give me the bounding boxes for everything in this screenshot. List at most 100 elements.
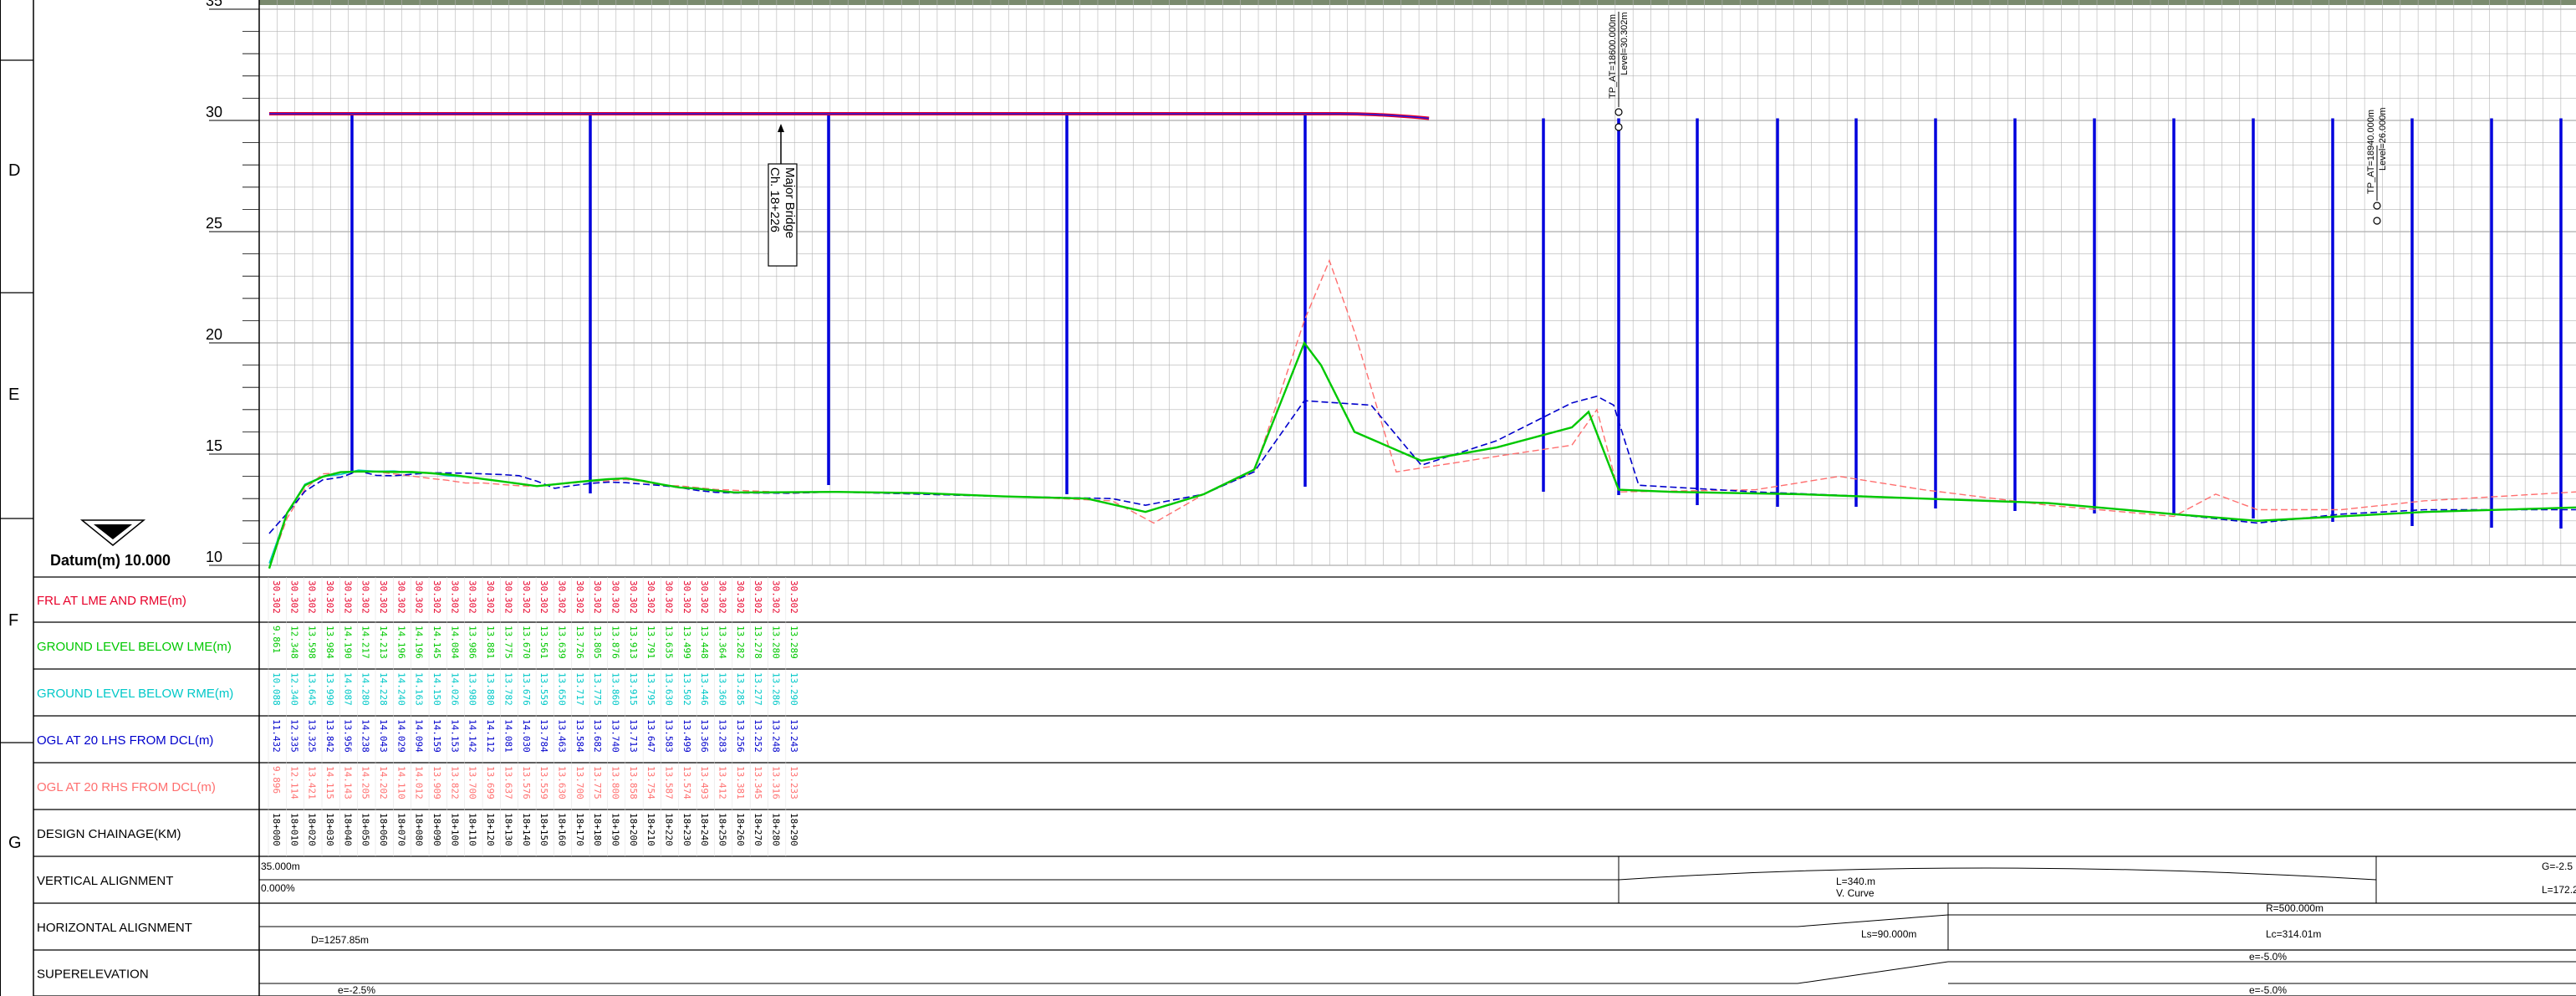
station-value: 13.740 — [610, 719, 620, 753]
station-value: 18+260 — [735, 813, 746, 846]
va-curve: L=340.m — [1836, 876, 1875, 887]
row-label: GROUND LEVEL BELOW RME(m) — [37, 687, 233, 701]
station-value: 30.302 — [360, 580, 371, 614]
datum-label: Datum(m) 10.000 — [50, 552, 171, 569]
station-value: 13.915 — [628, 672, 639, 706]
row-label: DESIGN CHAINAGE(KM) — [37, 827, 181, 841]
station-value: 18+280 — [771, 813, 782, 846]
station-value: 30.302 — [521, 580, 532, 614]
station-value: 14.163 — [414, 672, 425, 706]
station-value: 14.112 — [485, 719, 496, 753]
station-value: 14.150 — [431, 672, 442, 706]
station-value: 13.446 — [699, 672, 710, 706]
station-value: 14.190 — [342, 626, 353, 659]
station-value: 18+060 — [378, 813, 389, 846]
major-bridge-label: Major Bridge — [783, 167, 797, 238]
station-value: 13.360 — [717, 672, 728, 706]
frl-profile-overlay — [269, 113, 1430, 120]
row-label: HORIZONTAL ALIGNMENT — [37, 921, 192, 935]
elevation-tick-label: 25 — [206, 215, 222, 232]
station-value: 18+110 — [467, 813, 478, 846]
major-bridge-chainage: Ch. 18+226 — [768, 167, 782, 232]
zone-letter-f: F — [8, 611, 18, 630]
station-value: 14.213 — [378, 626, 389, 659]
station-value: 13.421 — [307, 766, 318, 799]
station-value: 12.114 — [288, 766, 299, 799]
station-value: 18+090 — [431, 813, 442, 846]
station-value: 30.302 — [431, 580, 442, 614]
station-value: 13.984 — [324, 626, 335, 659]
ha-radius: R=500.000m — [2266, 902, 2324, 914]
station-value: 14.280 — [360, 672, 371, 706]
station-value: 30.302 — [735, 580, 746, 614]
station-value: 14.081 — [502, 719, 513, 753]
station-value: 30.302 — [271, 580, 282, 614]
station-value: 30.302 — [502, 580, 513, 614]
station-value: 18+220 — [663, 813, 674, 846]
station-value: 13.574 — [681, 766, 692, 799]
station-value: 13.880 — [485, 672, 496, 706]
station-value: 14.012 — [414, 766, 425, 799]
va-grade: 0.000% — [261, 882, 295, 894]
station-value: 13.256 — [735, 719, 746, 753]
station-value: 18+210 — [645, 813, 656, 846]
station-value: 13.630 — [556, 766, 567, 799]
station-value: 13.782 — [502, 672, 513, 706]
station-value: 13.909 — [431, 766, 442, 799]
station-value: 13.700 — [574, 766, 585, 799]
station-value: 18+130 — [502, 813, 513, 846]
va-grade-right: G=-2.5 — [2542, 861, 2573, 872]
station-value: 13.637 — [502, 766, 513, 799]
ogl-rhs-profile — [268, 258, 2576, 569]
station-value: 18+050 — [360, 813, 371, 846]
station-value: 14.030 — [521, 719, 532, 753]
station-value: 9.896 — [271, 766, 282, 794]
station-value: 14.196 — [414, 626, 425, 659]
station-value: 14.029 — [395, 719, 406, 753]
station-value: 13.726 — [574, 626, 585, 659]
station-value: 30.302 — [645, 580, 656, 614]
station-value: 12.348 — [288, 626, 299, 659]
station-value: 13.583 — [663, 719, 674, 753]
tp-18600-level: Level=30.302m — [1620, 12, 1630, 75]
station-value: 14.217 — [360, 626, 371, 659]
station-value: 14.026 — [449, 672, 460, 706]
station-value: 13.285 — [735, 672, 746, 706]
station-value: 9.861 — [271, 626, 282, 653]
station-value: 30.302 — [610, 580, 620, 614]
station-value: 13.795 — [645, 672, 656, 706]
station-value: 13.670 — [521, 626, 532, 659]
station-value: 13.805 — [592, 626, 603, 659]
zone-letter-e: E — [8, 386, 19, 404]
station-value: 13.647 — [645, 719, 656, 753]
station-value: 30.302 — [717, 580, 728, 614]
station-value: 18+180 — [592, 813, 603, 846]
frl-profile — [269, 111, 1430, 120]
va-curve-type: V. Curve — [1836, 887, 1875, 899]
station-value: 13.635 — [663, 626, 674, 659]
station-value: 13.639 — [556, 626, 567, 659]
station-value: 30.302 — [788, 580, 799, 614]
station-value: 13.412 — [717, 766, 728, 799]
station-value: 13.345 — [752, 766, 763, 799]
station-value: 13.650 — [556, 672, 567, 706]
ground-profiles — [268, 258, 2576, 570]
station-value: 13.645 — [307, 672, 318, 706]
station-value: 18+160 — [556, 813, 567, 846]
station-value: 13.316 — [771, 766, 782, 799]
station-value: 11.432 — [271, 719, 282, 753]
station-value: 13.630 — [663, 672, 674, 706]
station-value: 14.143 — [342, 766, 353, 799]
station-value: 13.366 — [699, 719, 710, 753]
elevation-tick-label: 20 — [206, 326, 222, 343]
station-value: 13.876 — [610, 626, 620, 659]
station-value: 13.561 — [538, 626, 549, 659]
station-value: 30.302 — [342, 580, 353, 614]
station-value: 14.228 — [378, 672, 389, 706]
station-value: 14.142 — [467, 719, 478, 753]
station-value: 18+140 — [521, 813, 532, 846]
station-value: 13.280 — [771, 626, 782, 659]
station-value: 13.587 — [663, 766, 674, 799]
